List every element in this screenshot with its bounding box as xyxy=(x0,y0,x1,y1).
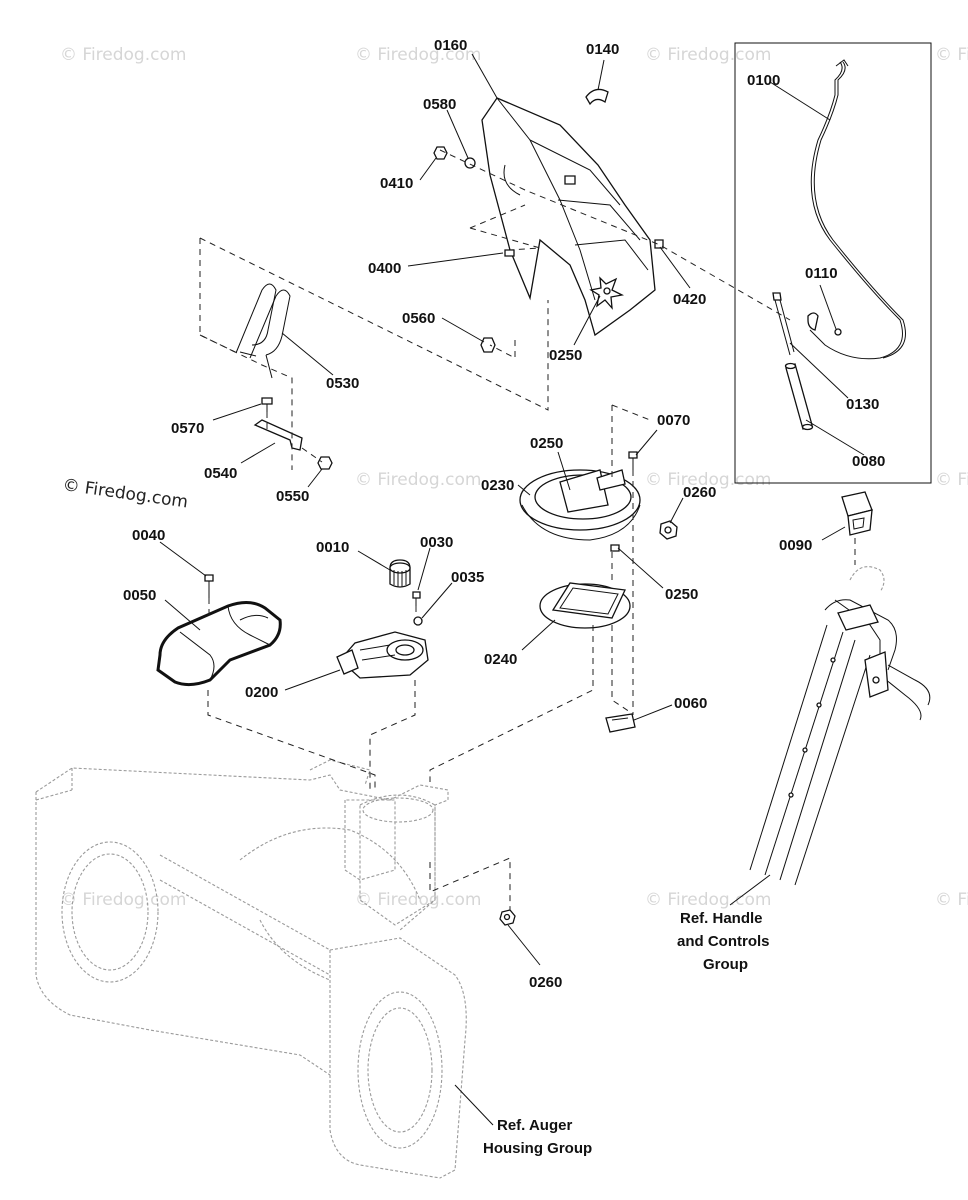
washer-0580 xyxy=(464,157,476,169)
ring-gear-0230 xyxy=(519,469,641,541)
label-0130: 0130 xyxy=(846,396,879,413)
label-0200: 0200 xyxy=(245,684,278,701)
label-0030: 0030 xyxy=(420,534,453,551)
label-0580: 0580 xyxy=(423,96,456,113)
cable-0100 xyxy=(809,59,906,360)
assembly-lines xyxy=(199,149,856,910)
knob-0010 xyxy=(389,559,411,588)
plate-0240 xyxy=(539,582,631,629)
ref-handle-line3: Group xyxy=(703,956,748,973)
label-0260-a: 0260 xyxy=(683,484,716,501)
watermark: © Firedog.com xyxy=(935,45,968,65)
inset-box xyxy=(734,42,932,484)
tube-0080 xyxy=(784,362,814,431)
label-0050: 0050 xyxy=(123,587,156,604)
label-0250-b: 0250 xyxy=(530,435,563,452)
watermark: © Firedog.com xyxy=(355,890,481,910)
parts-0110 xyxy=(807,312,842,336)
nut-0560 xyxy=(480,337,496,353)
label-0540: 0540 xyxy=(204,465,237,482)
nut-0550 xyxy=(317,456,333,470)
label-0230: 0230 xyxy=(481,477,514,494)
label-0410: 0410 xyxy=(380,175,413,192)
label-0070: 0070 xyxy=(657,412,690,429)
leader-lines xyxy=(159,53,865,1126)
bolt-0570 xyxy=(261,397,273,405)
ref-auger-line2: Housing Group xyxy=(483,1140,592,1157)
label-0035: 0035 xyxy=(451,569,484,586)
label-0080: 0080 xyxy=(852,453,885,470)
handle-frame xyxy=(749,566,931,886)
watermark: © Firedog.com xyxy=(645,470,771,490)
chute-deflector-0160 xyxy=(481,97,656,337)
label-0240: 0240 xyxy=(484,651,517,668)
nut-0260-bottom xyxy=(499,909,516,926)
watermark: © Firedog.com xyxy=(645,890,771,910)
label-0550: 0550 xyxy=(276,488,309,505)
watermark-dark: © Firedog.com xyxy=(61,475,189,512)
part-labels: 0160 0140 0580 0410 0400 0420 0560 0250 … xyxy=(123,37,885,991)
pin-0130 xyxy=(772,292,795,356)
label-0140: 0140 xyxy=(586,41,619,58)
watermark: © Firedog.com xyxy=(355,470,481,490)
label-0010: 0010 xyxy=(316,539,349,556)
watermark: © Firedog.com xyxy=(645,45,771,65)
screw-0030 xyxy=(412,591,421,606)
nut-0410 xyxy=(433,146,448,160)
ref-auger-line1: Ref. Auger xyxy=(497,1117,572,1134)
screw-0070 xyxy=(628,451,638,470)
label-0420: 0420 xyxy=(673,291,706,308)
label-0110: 0110 xyxy=(805,265,838,282)
bolt-0250-lower xyxy=(610,544,620,552)
watermark: © Firedog.com xyxy=(355,45,481,65)
washer-0035 xyxy=(413,616,423,626)
label-0400: 0400 xyxy=(368,260,401,277)
label-0250-a: 0250 xyxy=(549,347,582,364)
cover-0050 xyxy=(156,601,282,687)
label-0570: 0570 xyxy=(171,420,204,437)
label-0090: 0090 xyxy=(779,537,812,554)
watermarks: © Firedog.com © Firedog.com © Firedog.co… xyxy=(60,45,968,910)
auger-housing xyxy=(35,759,467,1179)
motor-0200 xyxy=(336,631,429,679)
bracket-0540 xyxy=(253,419,303,451)
watermark: © Firedog.com xyxy=(60,45,186,65)
nut-0260-top xyxy=(659,520,678,540)
reference-labels: Ref. Handle and Controls Group Ref. Auge… xyxy=(483,910,770,1157)
spring-0530 xyxy=(235,283,291,379)
label-0100: 0100 xyxy=(747,72,780,89)
label-0260-b: 0260 xyxy=(529,974,562,991)
watermark: © Firedog.com xyxy=(935,470,968,490)
bolt-0400 xyxy=(504,249,515,257)
watermark: © Firedog.com xyxy=(60,890,186,910)
label-0040: 0040 xyxy=(132,527,165,544)
label-0530: 0530 xyxy=(326,375,359,392)
label-0060: 0060 xyxy=(674,695,707,712)
clip-0140 xyxy=(585,88,609,106)
watermark: © Firedog.com xyxy=(935,890,968,910)
clip-0060 xyxy=(605,713,636,733)
bracket-assembly xyxy=(253,397,333,470)
label-0560: 0560 xyxy=(402,310,435,327)
screw-0040 xyxy=(204,574,214,598)
knob-0090 xyxy=(841,491,873,536)
label-0160: 0160 xyxy=(434,37,467,54)
clip-0420 xyxy=(654,239,664,249)
label-0250-c: 0250 xyxy=(665,586,698,603)
bolt-head xyxy=(564,175,576,185)
ref-handle-line1: Ref. Handle xyxy=(680,910,763,927)
ref-handle-line2: and Controls xyxy=(677,933,770,950)
